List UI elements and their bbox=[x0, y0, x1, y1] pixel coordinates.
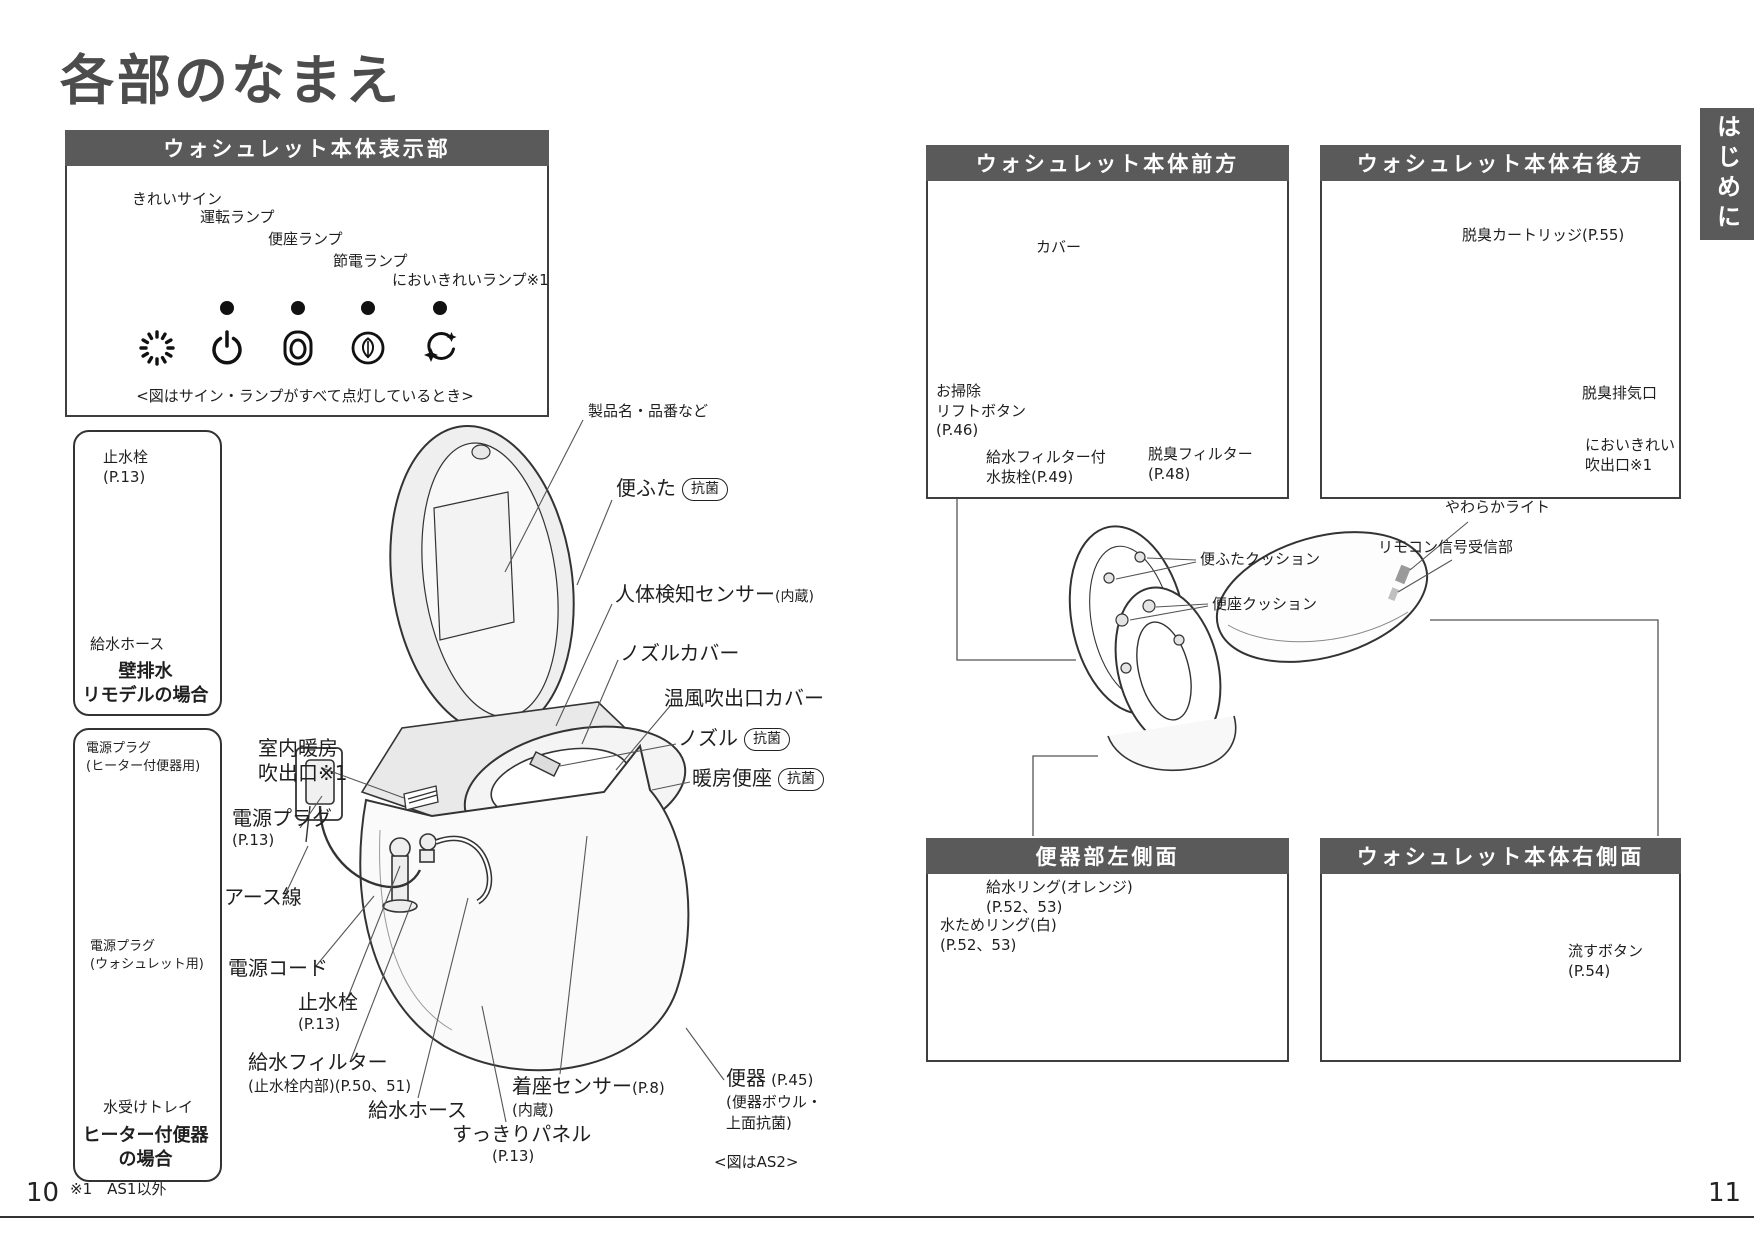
label-drain-plug: 給水フィルター付 水抜栓(P.49) bbox=[986, 448, 1106, 486]
wall-drain-box bbox=[73, 430, 222, 716]
lamp-label-seat: 便座ランプ bbox=[268, 230, 343, 248]
cushion-illustration bbox=[1068, 525, 1237, 772]
label-nozzle-cover: ノズルカバー bbox=[620, 641, 740, 665]
label-earth-wire: アース線 bbox=[224, 885, 302, 909]
antibacterial-badge: 抗菌 bbox=[744, 728, 790, 751]
wall-drain-caption: 壁排水 リモデルの場合 bbox=[82, 661, 209, 707]
lamp-dot bbox=[291, 301, 305, 315]
label-stop-valve-sidebar: 止水栓 (P.13) bbox=[103, 448, 149, 486]
lamp-label-power: 運転ランプ bbox=[200, 208, 275, 226]
page-number-right: 11 bbox=[1708, 1178, 1742, 1208]
label-deodor-filter: 脱臭フィルター (P.48) bbox=[1148, 445, 1253, 483]
lamp-label-deodorizer: においきれいランプ※1 bbox=[392, 271, 549, 289]
main-toilet-illustration bbox=[295, 424, 690, 1072]
label-clean-air-outlet: においきれい 吹出口※1 bbox=[1585, 436, 1676, 474]
label-pool-ring: 水ためリング(白) (P.52、53) bbox=[940, 916, 1057, 954]
label-deodor-cartridge: 脱臭カートリッジ(P.55) bbox=[1462, 226, 1625, 244]
leaf-icon bbox=[348, 328, 388, 368]
display-panel-header: ウォシュレット本体表示部 bbox=[65, 130, 549, 166]
leader-lines-left bbox=[285, 419, 725, 1123]
footnote: ※1 AS1以外 bbox=[70, 1180, 167, 1198]
label-bowl: 便器 (P.45) (便器ボウル・ 上面抗菌) bbox=[726, 1066, 822, 1132]
label-warm-air-cover: 温風吹出口カバー bbox=[664, 686, 824, 710]
label-soft-light: やわらかライト bbox=[1445, 498, 1551, 516]
left-side-box: 便器部左側面 bbox=[926, 838, 1289, 1062]
label-product-name: 製品名・品番など bbox=[588, 402, 709, 420]
sparkles-icon bbox=[420, 328, 460, 368]
left-side-box-header: 便器部左側面 bbox=[926, 838, 1289, 874]
label-drip-tray: 水受けトレイ bbox=[103, 1098, 194, 1116]
page-number-left: 10 bbox=[26, 1178, 60, 1208]
connector-lines bbox=[956, 497, 1659, 836]
power-icon bbox=[207, 328, 247, 368]
front-box: ウォシュレット本体前方 bbox=[926, 145, 1289, 499]
label-deodor-exhaust: 脱臭排気口 bbox=[1582, 384, 1658, 402]
rear-box-header: ウォシュレット本体右後方 bbox=[1320, 145, 1681, 181]
rear-box: ウォシュレット本体右後方 bbox=[1320, 145, 1681, 499]
label-nozzle: ノズル抗菌 bbox=[678, 726, 790, 751]
lamp-label-eco: 節電ランプ bbox=[333, 252, 408, 270]
page-bottom-rule bbox=[0, 1216, 1754, 1218]
label-remote-receiver: リモコン信号受信部 bbox=[1378, 538, 1514, 556]
display-panel-box: ウォシュレット本体表示部 bbox=[65, 130, 549, 417]
label-flush-button: 流すボタン (P.54) bbox=[1568, 942, 1644, 980]
front-box-header: ウォシュレット本体前方 bbox=[926, 145, 1289, 181]
label-lid: 便ふた抗菌 bbox=[616, 476, 728, 501]
lamp-label-clean-sign: きれいサイン bbox=[132, 190, 223, 208]
antibacterial-badge: 抗菌 bbox=[682, 478, 728, 501]
figure-note: <図はAS2> bbox=[714, 1153, 799, 1171]
label-seat-sensor: 着座センサー(P.8) (内蔵) bbox=[512, 1074, 665, 1119]
label-lift-button: お掃除 リフトボタン (P.46) bbox=[936, 382, 1027, 439]
label-smart-panel: すっきりパネル (P.13) bbox=[452, 1122, 592, 1165]
right-side-box: ウォシュレット本体右側面 bbox=[1320, 838, 1681, 1062]
label-seat-cushion: 便座クッション bbox=[1212, 595, 1318, 613]
clean-sign-icon bbox=[137, 328, 177, 368]
seat-icon bbox=[278, 328, 318, 368]
soft-light-lid-illustration bbox=[1215, 521, 1469, 663]
label-human-sensor: 人体検知センサー(内蔵) bbox=[615, 582, 814, 606]
page-title: 各部のなまえ bbox=[60, 49, 402, 112]
label-water-filter: 給水フィルター (止水栓内部)(P.50、51) bbox=[248, 1050, 412, 1095]
label-power-plug: 電源プラグ (P.13) bbox=[232, 806, 332, 849]
label-water-hose-sidebar: 給水ホース bbox=[90, 635, 165, 653]
heater-toilet-caption: ヒーター付便器 の場合 bbox=[82, 1125, 209, 1171]
label-room-heater-outlet: 室内暖房 吹出口※1 bbox=[258, 736, 348, 785]
right-side-box-header: ウォシュレット本体右側面 bbox=[1320, 838, 1681, 874]
label-plug-washlet: 電源プラグ (ウォシュレット用) bbox=[90, 939, 204, 972]
label-plug-heater: 電源プラグ (ヒーター付便器用) bbox=[86, 741, 201, 774]
antibacterial-badge: 抗菌 bbox=[778, 768, 824, 791]
display-panel-caption: <図はサイン・ランプがすべて点灯しているとき> bbox=[136, 387, 474, 405]
heater-toilet-box bbox=[73, 728, 222, 1182]
label-power-cord: 電源コード bbox=[228, 956, 328, 980]
label-cover: カバー bbox=[1036, 238, 1082, 256]
label-water-hose: 給水ホース bbox=[368, 1098, 467, 1122]
section-tab: はじめに bbox=[1700, 108, 1754, 240]
lamp-dot bbox=[220, 301, 234, 315]
label-stop-valve: 止水栓 (P.13) bbox=[298, 990, 358, 1033]
lamp-dot bbox=[433, 301, 447, 315]
label-supply-ring: 給水リング(オレンジ) (P.52、53) bbox=[986, 878, 1133, 916]
label-heated-seat: 暖房便座抗菌 bbox=[692, 766, 824, 791]
label-lid-cushion: 便ふたクッション bbox=[1200, 550, 1321, 568]
lamp-dot bbox=[361, 301, 375, 315]
